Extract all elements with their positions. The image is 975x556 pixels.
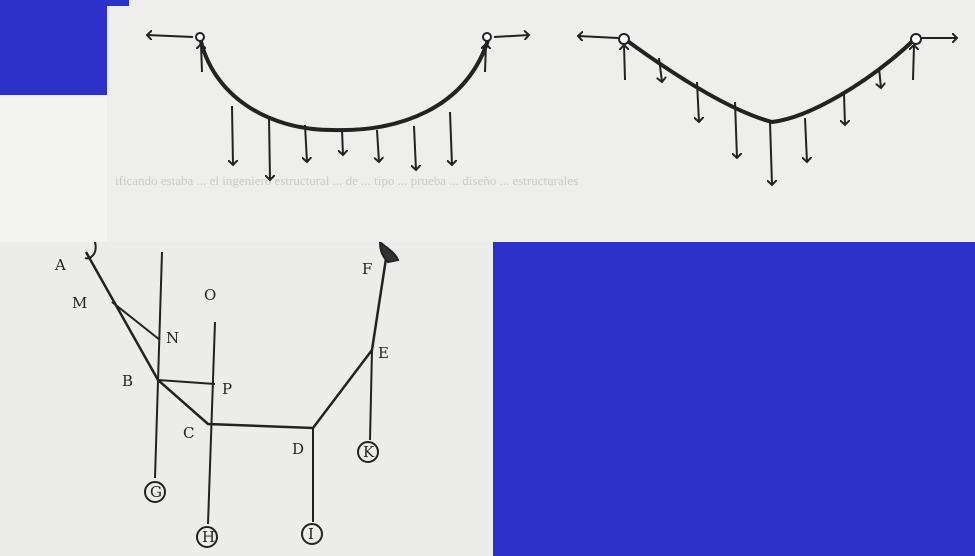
faint-background-text: ificando estaba ... el ingeniero estruct… bbox=[115, 173, 578, 188]
catenary-right bbox=[578, 34, 957, 185]
historical-weights-sketch: A M N O B P C D E F G H I K bbox=[0, 242, 493, 556]
label-C: C bbox=[183, 424, 194, 442]
label-N: N bbox=[166, 329, 179, 347]
label-B: B bbox=[122, 372, 133, 390]
catenary-left bbox=[147, 33, 529, 180]
blue-notch bbox=[107, 0, 129, 6]
label-O: O bbox=[204, 286, 216, 304]
label-F: F bbox=[362, 260, 372, 278]
hanging-chain-svg: ificando estaba ... el ingeniero estruct… bbox=[107, 0, 975, 242]
label-G: G bbox=[150, 483, 162, 501]
label-E: E bbox=[378, 344, 389, 362]
hanging-chain-sketch: ificando estaba ... el ingeniero estruct… bbox=[107, 0, 975, 242]
label-H: H bbox=[202, 528, 215, 546]
weights-diagram-svg: A M N O B P C D E F G H I K bbox=[0, 242, 493, 556]
label-M: M bbox=[72, 294, 87, 312]
blue-background-panel bbox=[493, 242, 975, 556]
label-I: I bbox=[308, 525, 314, 543]
label-A: A bbox=[54, 256, 66, 274]
label-K: K bbox=[363, 443, 375, 461]
background-paper-strip bbox=[0, 95, 107, 242]
label-P: P bbox=[222, 380, 232, 398]
label-D: D bbox=[292, 440, 304, 458]
blue-background-block bbox=[0, 0, 107, 95]
